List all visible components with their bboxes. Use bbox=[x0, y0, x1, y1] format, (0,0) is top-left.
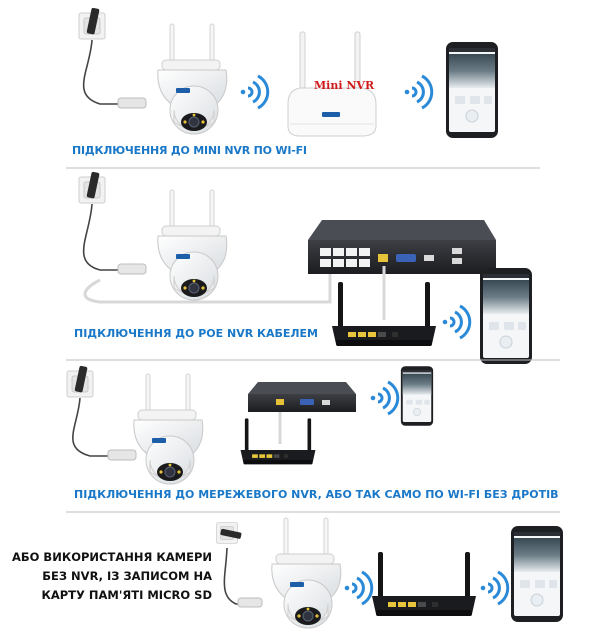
wifi-waves-icon bbox=[479, 570, 510, 606]
mini-nvr-label: Mini NVR bbox=[314, 79, 375, 92]
power-plug-icon bbox=[66, 365, 94, 398]
ptz-camera-icon bbox=[133, 373, 204, 485]
panel-1: Mini NVR ПІДКЛЮЧЕННЯ ДО MINI NVR ПО WI-F… bbox=[72, 7, 499, 157]
cable-connector bbox=[107, 449, 137, 461]
smartphone-icon bbox=[479, 267, 533, 365]
power-plug-icon bbox=[78, 171, 106, 204]
router-icon bbox=[372, 552, 476, 616]
power-plug-icon bbox=[216, 522, 243, 544]
wifi-waves-icon bbox=[441, 304, 472, 340]
power-plug-icon bbox=[78, 7, 106, 40]
power-cable bbox=[82, 203, 140, 271]
panel-4-caption-line-1: АБО ВИКОРИСТАННЯ КАМЕРИ bbox=[12, 550, 212, 564]
wifi-waves-icon bbox=[239, 74, 270, 110]
cable-connector bbox=[237, 597, 263, 608]
panel-3-caption: ПІДКЛЮЧЕННЯ ДО МЕРЕЖЕВОГО NVR, АБО ТАК С… bbox=[74, 488, 559, 501]
ptz-camera-icon bbox=[271, 517, 342, 629]
panel-2-caption: ПІДКЛЮЧЕННЯ ДО POE NVR КАБЕЛЕМ bbox=[74, 327, 318, 340]
power-cable bbox=[82, 39, 140, 105]
smartphone-icon bbox=[445, 41, 499, 139]
poe-nvr-icon bbox=[308, 220, 496, 274]
smartphone-icon bbox=[510, 525, 564, 623]
panel-4-caption-line-3: КАРТУ ПАМ'ЯТІ MICRO SD bbox=[41, 588, 212, 602]
power-cable bbox=[72, 397, 126, 457]
panel-1-caption: ПІДКЛЮЧЕННЯ ДО MINI NVR ПО WI-FI bbox=[72, 144, 307, 157]
wifi-waves-icon bbox=[343, 570, 374, 606]
network-nvr-icon bbox=[248, 382, 356, 412]
cable-connector bbox=[117, 263, 147, 275]
router-icon bbox=[240, 418, 316, 465]
panel-3: ПІДКЛЮЧЕННЯ ДО МЕРЕЖЕВОГО NVR, АБО ТАК С… bbox=[66, 365, 559, 501]
ethernet-cable bbox=[83, 278, 332, 304]
wifi-waves-icon bbox=[403, 74, 434, 110]
power-cable bbox=[223, 547, 258, 605]
panel-4: АБО ВИКОРИСТАННЯ КАМЕРИ БЕЗ NVR, ІЗ ЗАПИ… bbox=[12, 517, 564, 629]
ptz-camera-icon bbox=[157, 189, 228, 301]
wifi-waves-icon bbox=[369, 380, 400, 416]
panel-2: ПІДКЛЮЧЕННЯ ДО POE NVR КАБЕЛЕМ bbox=[74, 171, 533, 365]
panel-4-caption-line-2: БЕЗ NVR, ІЗ ЗАПИСОМ НА bbox=[42, 569, 212, 583]
ptz-camera-icon bbox=[157, 23, 228, 135]
smartphone-icon bbox=[400, 365, 434, 427]
cable-connector bbox=[117, 97, 147, 109]
mini-nvr-router-icon bbox=[287, 31, 377, 137]
